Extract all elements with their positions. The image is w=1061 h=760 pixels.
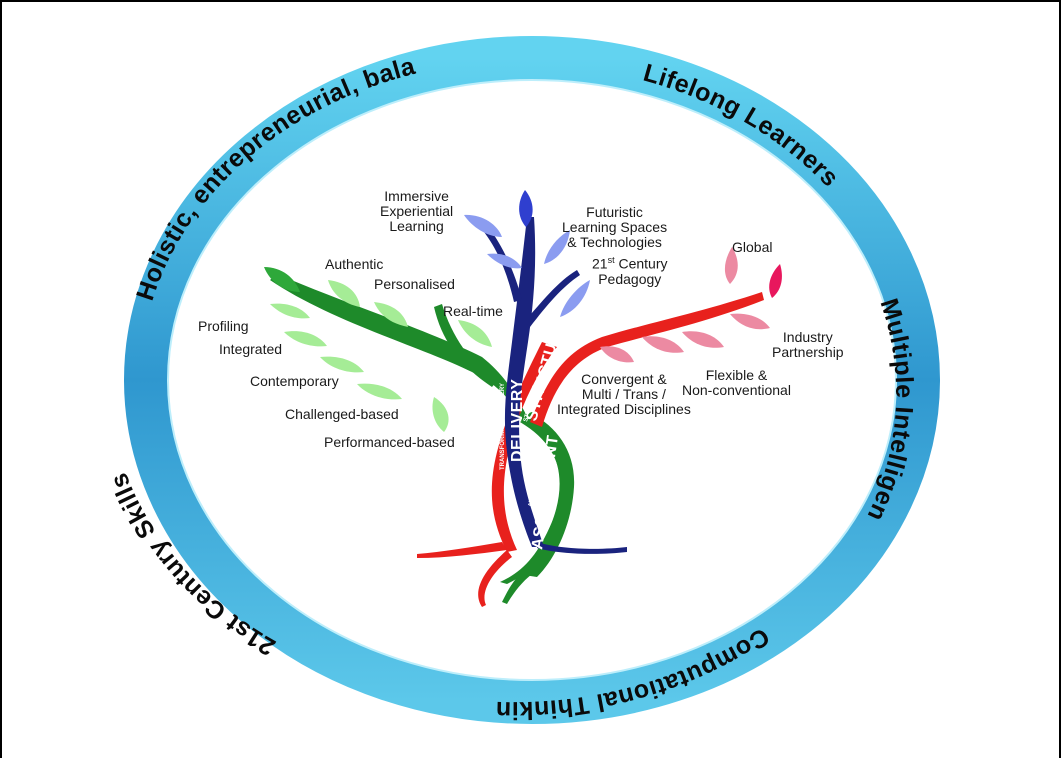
green-root [502,572,532,604]
leaf-pink-3 [642,336,684,353]
leaf-pink-5 [730,313,770,330]
label-contemporary: Contemporary [250,373,339,389]
ring-text-lifelong: Lifelong Learners [640,59,844,193]
label-futuristic: Futuristic Learning Spaces & Technologie… [562,204,668,250]
red-trunk [491,342,557,552]
blue-branch-right [524,270,580,327]
leaf-green-5 [357,383,402,400]
leaf-green-3 [284,331,327,347]
green-branch [270,274,530,422]
leaf-blue-2 [487,253,522,269]
label-industry: Industry Partnership [772,329,844,360]
trunk-label-delivery: DELIVERY [509,379,526,462]
trunk-label-delivery-small: TRANSFORMATIVE DELIVERY [500,383,506,470]
blue-root [537,542,627,554]
leaf-pink-1 [724,247,738,284]
outer-ring-inner-edge [167,79,897,681]
ring-text-computational: Computational Thinking [2,2,774,724]
leaf-blue-4 [560,280,590,317]
leaf-green-8 [374,302,408,327]
leaf-green-7 [328,280,360,307]
trunk-label-assessment-small: AUTHENTIC [528,471,539,507]
label-profiling: Profiling [198,318,249,334]
label-global: Global [732,239,773,255]
leaf-pink-4 [682,331,724,348]
label-realtime: Real-time [443,303,503,319]
label-pedagogy: 21st Century Pedagogy [592,255,668,287]
label-challenged-based: Challenged-based [285,406,399,422]
leaf-blue-3 [544,230,570,264]
leaf-magenta [769,264,782,298]
blue-trunk [504,217,544,547]
label-flexible: Flexible & Non-conventional [682,367,791,398]
label-authentic: Authentic [325,256,384,272]
leaf-green-9 [458,320,492,347]
leaf-blue-top [519,190,533,227]
leaf-green-2 [270,303,310,319]
outer-ring [124,36,940,724]
label-performanced-based: Performanced-based [324,434,455,450]
leaf-green-4 [320,356,364,373]
leaf-green-1 [264,267,300,292]
blue-branch-left [480,224,522,302]
green-branch-realtime [434,304,496,387]
label-convergent: Convergent & Multi / Trans / Integrated … [557,371,691,417]
leaf-green-6 [432,397,449,432]
label-personalised: Personalised [374,276,455,292]
leaf-pink-2 [600,346,634,363]
label-integrated: Integrated [219,341,283,357]
green-trunk-body [517,414,575,577]
leaf-blue-1 [464,214,502,237]
red-root [417,542,512,607]
label-immersive: Immersive Experiential Learning [380,188,454,234]
red-branch [530,292,764,427]
